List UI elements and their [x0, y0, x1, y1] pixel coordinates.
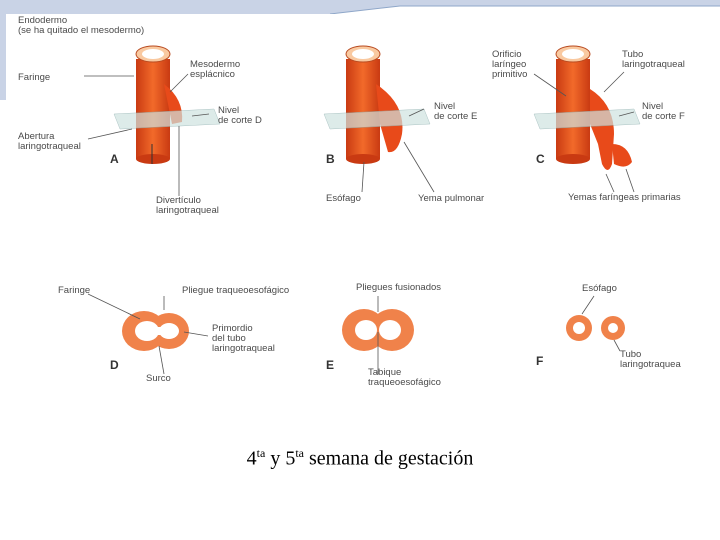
label-abertura: Abertura laringotraqueal	[18, 131, 81, 152]
panel-letter-d: D	[110, 358, 119, 372]
caption-sup1: ta	[256, 446, 266, 460]
label-yemas: Yemas faríngeas primarias	[568, 192, 681, 203]
caption-num1: 4	[246, 447, 257, 470]
label-nivel-e: Nivel de corte E	[434, 101, 478, 122]
label-pliegue: Pliegue traqueoesofágico	[182, 285, 290, 296]
label-tubo-c: Tubo laringotraqueal	[622, 49, 685, 70]
leader-lines	[84, 71, 635, 375]
panel-letter-e: E	[326, 358, 335, 372]
caption-num2: 5	[285, 447, 296, 470]
label-nivel-d: Nivel de corte D	[218, 105, 262, 126]
panel-b-drawing	[323, 45, 431, 164]
panel-letter-c: C	[536, 152, 545, 166]
panel-letter-f: F	[536, 354, 544, 368]
label-esofago-b: Esófago	[326, 193, 361, 204]
label-yema: Yema pulmonar	[418, 193, 485, 204]
panel-d-drawing	[122, 311, 189, 351]
caption-mid: y	[265, 447, 286, 470]
panel-letter-a: A	[110, 152, 119, 166]
slide-caption: 4ta y 5ta semana de gestación	[0, 446, 720, 471]
label-esofago-f: Esófago	[582, 283, 617, 294]
label-tubo-f: Tubo laringotraquea	[620, 349, 681, 370]
panel-c-drawing	[533, 45, 641, 170]
label-nivel-f: Nivel de corte F	[642, 101, 685, 122]
panel-e-drawing	[342, 309, 414, 351]
embryology-figure: A B C D E F Endodermo (se ha quitado el …	[14, 14, 702, 390]
panel-a-drawing	[113, 45, 221, 164]
label-faringe-d: Faringe	[58, 285, 91, 296]
caption-rest: semana de gestación	[303, 447, 474, 470]
label-surco: Surco	[146, 373, 171, 384]
label-mesodermo: Mesodermo esplácnico	[190, 59, 241, 80]
slide-top-decoration	[0, 0, 720, 15]
slide-left-decoration	[0, 0, 6, 100]
panel-letter-b: B	[326, 152, 335, 166]
label-orificio: Orificio laríngeo primitivo	[492, 49, 528, 80]
panel-f-drawing	[566, 315, 625, 341]
label-tabique: Tabique traqueoesofágico	[368, 367, 441, 388]
label-faringe-a: Faringe	[18, 72, 51, 83]
label-primordio: Primordio del tubo laringotraqueal	[212, 323, 275, 354]
label-diverticulo: Divertículo laringotraqueal	[156, 195, 219, 216]
label-pliegues: Pliegues fusionados	[356, 282, 442, 293]
caption-sup2: ta	[295, 446, 304, 460]
figure-drawing	[84, 45, 641, 375]
label-endodermo: Endodermo (se ha quitado el mesodermo)	[18, 15, 145, 36]
